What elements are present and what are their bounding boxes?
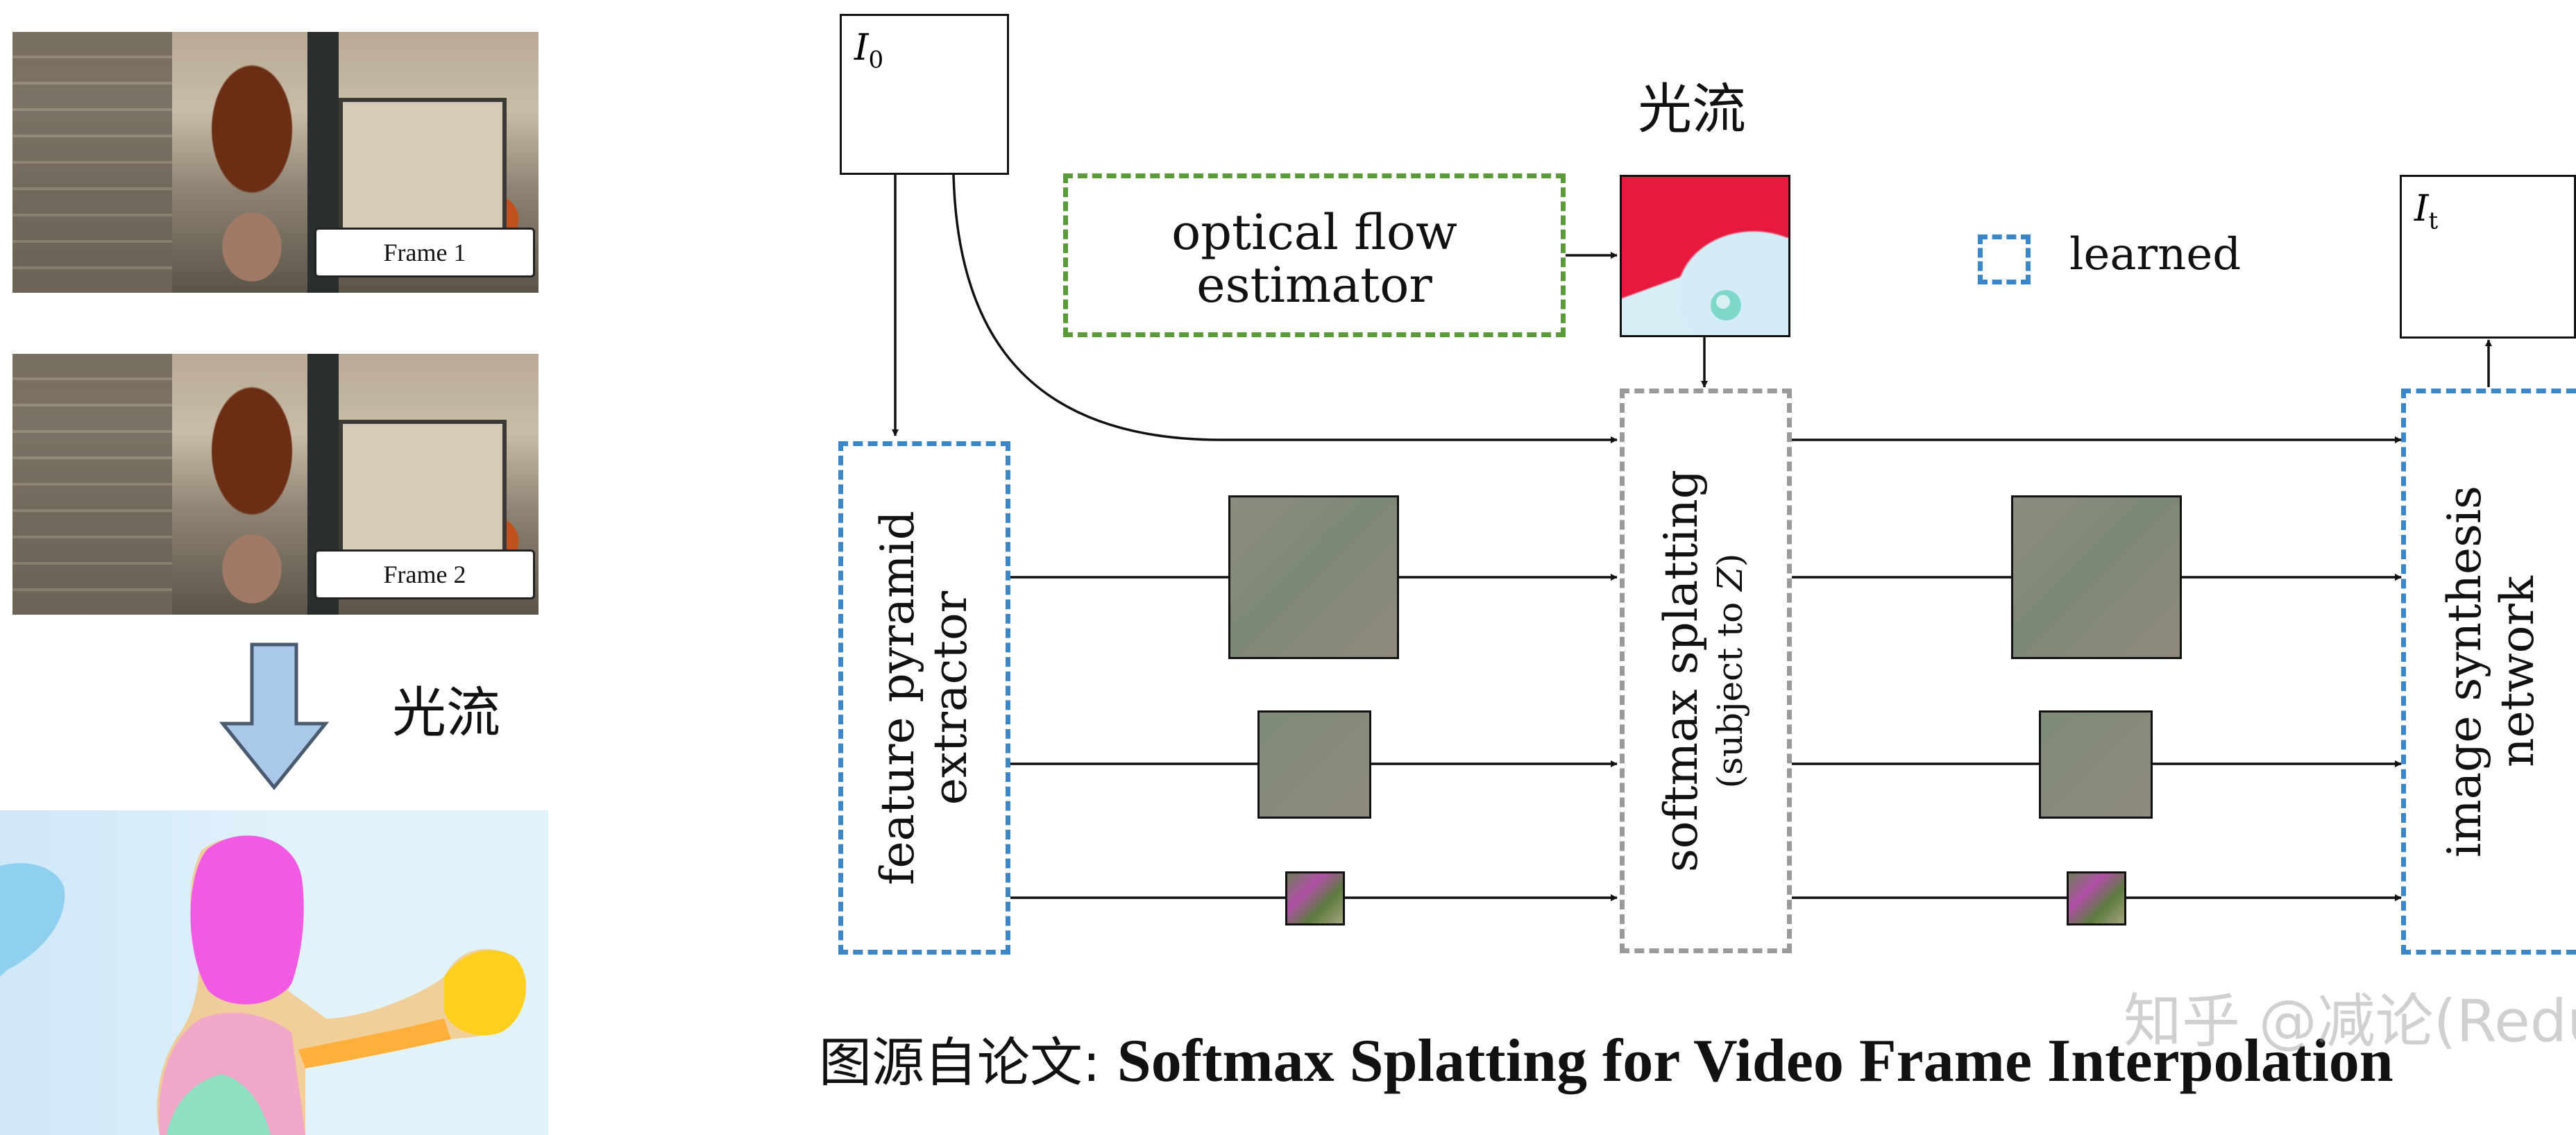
warped-feature-map-level-3 (2067, 871, 2126, 925)
arrow-i0-to-splatting (952, 174, 1618, 443)
feature-map-level-2 (1257, 710, 1371, 819)
synthesis-label-line-2: network (2490, 576, 2544, 767)
frame-1-image: Frame 1 (12, 32, 539, 293)
synthesis-label-line-1: image synthesis (2437, 486, 2491, 857)
warped-feature-map-level-2 (2039, 710, 2153, 819)
estimator-label-line-1: optical flow (1171, 204, 1457, 261)
splatting-label: softmax splatting (1654, 469, 1708, 873)
splatting-subject-label: (subject to Z) (1710, 553, 1750, 789)
feature-map-level-1 (1228, 495, 1399, 659)
down-arrow-icon (219, 642, 330, 790)
input-image-label: I0 (847, 22, 891, 87)
caption-title: Softmax Splatting for Video Frame Interp… (1117, 1027, 2393, 1095)
optical-flow-estimator-box: optical flow estimator (1063, 173, 1566, 337)
frame-1-label: Frame 1 (314, 228, 535, 278)
optical-flow-visualization (0, 810, 548, 1135)
pyramid-label-line-2: extractor (924, 590, 977, 805)
feature-map-level-3 (1285, 871, 1345, 925)
pyramid-label-line-1: feature pyramid (871, 511, 924, 885)
output-image-it: It (2400, 175, 2576, 339)
output-image-label: It (2407, 182, 2446, 248)
feature-pyramid-extractor-box: feature pyramid extractor (838, 441, 1010, 955)
warped-feature-map-level-1 (2011, 495, 2182, 659)
image-synthesis-network-box: image synthesis network (2401, 389, 2576, 955)
caption-prefix: 图源自论文: (819, 1032, 1117, 1093)
caption: 图源自论文: Softmax Splatting for Video Frame… (819, 1020, 2393, 1096)
input-image-i0: I0 (840, 14, 1009, 175)
legend-learned-swatch (1978, 234, 2031, 284)
optical-flow-map (1620, 175, 1790, 337)
frame-2-image: Frame 2 (12, 354, 539, 615)
legend-learned-label: learned (2069, 229, 2242, 280)
estimator-label-line-2: estimator (1196, 257, 1432, 314)
flow-label-left: 光流 (392, 682, 501, 744)
softmax-splatting-box: softmax splatting (subject to Z) (1620, 389, 1792, 953)
watermark: 知乎 @减论(Reduct) (2124, 987, 2576, 1055)
flow-title: 光流 (1638, 78, 1747, 141)
frame-2-label: Frame 2 (314, 549, 535, 599)
